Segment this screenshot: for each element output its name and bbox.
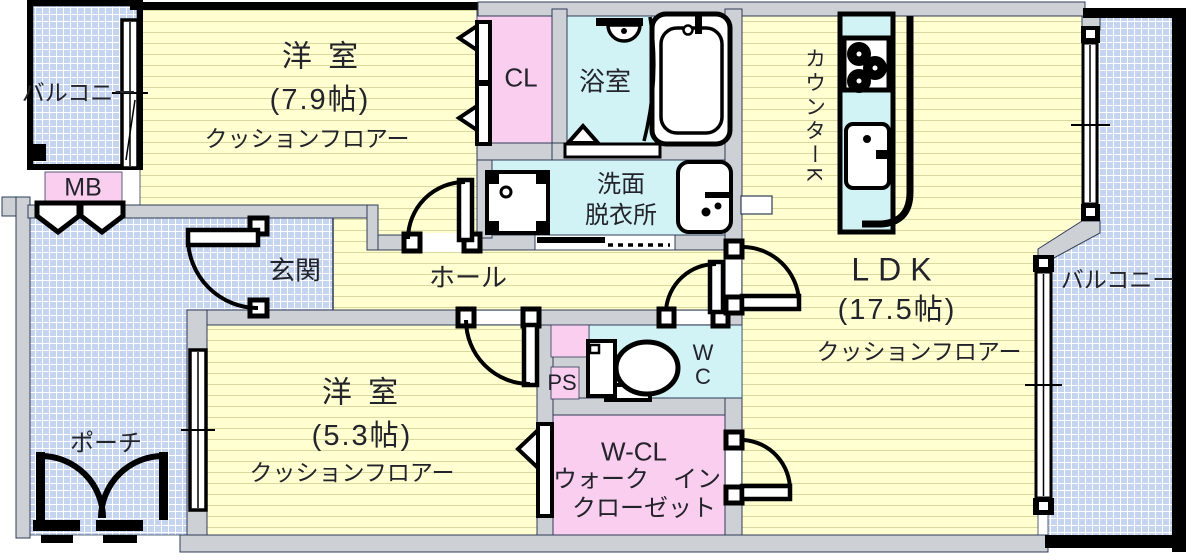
ldk-floor-label: クッションフロアー [816,338,1022,365]
pipe-space-label: PS [547,369,577,395]
pipe-space [550,366,580,400]
bathroom-fixtures [563,11,733,159]
bedroom2-door [455,306,542,388]
bath-label: 浴室 [578,66,632,97]
bedroom2-window [181,348,215,512]
walk-in-closet-line3: クローゼット [572,494,716,522]
meter-box-vents [34,200,126,236]
walk-in-closet-ldk-door [723,429,793,506]
wall-niche [740,195,773,215]
counter-edge [862,16,914,228]
bedroom2-size: (5.3帖) [311,420,413,453]
bedroom1-floor-label: クッションフロアー [204,125,410,152]
ldk-door [723,238,802,316]
bedroom1-size: (7.9帖) [269,84,371,117]
washroom-label-line2: 脱衣所 [585,201,657,229]
walk-in-closet-floor [552,397,743,544]
meter-box-label: MB [64,173,102,202]
bedroom2-floor [186,309,554,541]
washroom-label-line1: 洗面 [597,170,645,198]
porch-double-door [33,452,168,543]
ldk-balcony-sliding-door [1025,255,1062,515]
vanity-sink-icon [676,160,733,234]
bedroom1-window [112,18,148,170]
walk-in-closet-bifold-door [515,422,554,518]
bath-threshold [563,142,662,159]
ldk-size: (17.5帖) [837,294,957,327]
balcony-right-label: バルコニー [1060,266,1176,293]
porch-label: ポーチ [70,429,142,457]
washroom-fixtures [485,160,733,235]
bedroom1-name: 洋 室 [281,40,363,74]
bedroom1-door [401,177,483,254]
closet-label: CL [504,62,538,93]
closet-bifold-door [455,20,492,146]
hall-label: ホール [428,262,508,293]
sliding-door [534,234,676,251]
balcony-left-floor [32,5,138,168]
bath-door-curve [642,16,656,142]
balcony-left-label: バルコニー [21,79,137,106]
walk-in-closet-name: W-CL [601,436,667,467]
ldk-name: LDK [851,251,941,288]
bedroom2-name: 洋 室 [321,376,403,410]
ldk-upper-window [1071,26,1110,221]
pipe-space-upper [550,324,590,358]
meter-box [44,171,123,206]
kitchen-counter [837,11,914,235]
walk-in-closet-line2: ウォーク イン [553,465,721,493]
shower-icon [596,18,643,26]
wc-label-line1: W [692,339,714,365]
toilet-icon [586,339,681,402]
kitchen-label: カウンターK [802,47,826,185]
balcony-right-frame [1045,8,1186,552]
genkan-label: 玄関 [268,255,322,286]
bedroom2-floor-label: クッションフロアー [249,459,455,486]
wc-label-line2: C [695,363,711,389]
entry-door [185,215,270,319]
